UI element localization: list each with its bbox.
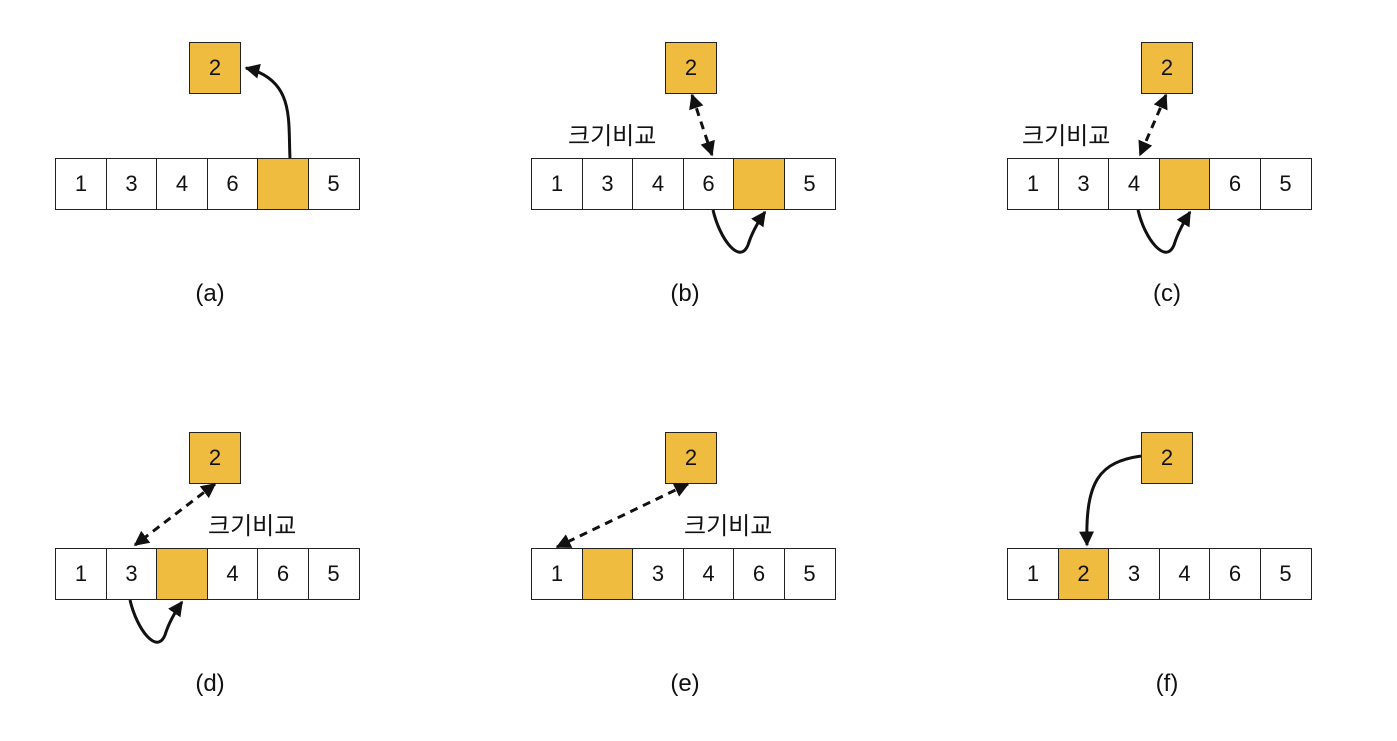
array-cell: 1 bbox=[531, 548, 583, 600]
array-cell: 3 bbox=[105, 548, 158, 600]
compare-arrow bbox=[555, 482, 690, 549]
array-cell: 4 bbox=[206, 548, 259, 600]
array-cell: 4 bbox=[682, 548, 735, 600]
array-row: 1 3 4 6 5 bbox=[1007, 158, 1312, 210]
key-element-box: 2 bbox=[189, 432, 241, 484]
array-row: 1 3 4 6 5 bbox=[55, 548, 360, 600]
empty-slot-cell bbox=[581, 548, 634, 600]
array-row: 1 3 4 6 5 bbox=[531, 158, 836, 210]
compare-label: 크기비교 bbox=[568, 122, 657, 150]
key-element-box: 2 bbox=[665, 432, 717, 484]
empty-slot-cell bbox=[1158, 158, 1211, 210]
array-cell: 4 bbox=[632, 158, 684, 210]
key-element-box: 2 bbox=[665, 42, 717, 94]
array-cell: 3 bbox=[632, 548, 684, 600]
array-cell: 6 bbox=[682, 158, 735, 210]
array-cell: 6 bbox=[733, 548, 785, 600]
array-cell: 1 bbox=[55, 158, 107, 210]
array-cell: 5 bbox=[307, 158, 360, 210]
empty-slot-cell bbox=[156, 548, 208, 600]
panel-caption: (c) bbox=[1153, 280, 1181, 307]
array-row: 1 3 4 6 5 bbox=[55, 158, 360, 210]
inserted-cell: 2 bbox=[1057, 548, 1110, 600]
array-cell: 5 bbox=[307, 548, 360, 600]
empty-slot-cell bbox=[733, 158, 785, 210]
lift-arrow bbox=[244, 63, 292, 159]
empty-slot-cell bbox=[257, 158, 309, 210]
array-cell: 6 bbox=[257, 548, 309, 600]
array-cell: 6 bbox=[206, 158, 259, 210]
array-cell: 6 bbox=[1209, 158, 1261, 210]
array-cell: 3 bbox=[1057, 158, 1110, 210]
key-element-box: 2 bbox=[1141, 42, 1193, 94]
array-cell: 4 bbox=[1108, 158, 1160, 210]
panel-caption: (f) bbox=[1155, 670, 1179, 697]
array-cell: 6 bbox=[1209, 548, 1261, 600]
array-cell: 4 bbox=[1158, 548, 1211, 600]
panel-caption: (d) bbox=[195, 670, 225, 697]
compare-label: 크기비교 bbox=[208, 512, 297, 540]
array-cell: 1 bbox=[1007, 548, 1059, 600]
array-cell: 1 bbox=[531, 158, 583, 210]
array-cell: 3 bbox=[1108, 548, 1160, 600]
array-cell: 5 bbox=[783, 158, 836, 210]
shift-arrow bbox=[1136, 209, 1192, 254]
array-cell: 1 bbox=[55, 548, 107, 600]
compare-arrow bbox=[133, 482, 217, 547]
array-cell: 3 bbox=[581, 158, 634, 210]
compare-arrow bbox=[689, 93, 715, 157]
compare-label: 크기비교 bbox=[1022, 122, 1111, 150]
array-row: 1 3 4 6 5 bbox=[531, 548, 836, 600]
panel-caption: (e) bbox=[670, 670, 700, 697]
array-cell: 1 bbox=[1007, 158, 1059, 210]
array-cell: 5 bbox=[1259, 158, 1312, 210]
array-cell: 3 bbox=[105, 158, 158, 210]
key-element-box: 2 bbox=[1141, 432, 1193, 484]
panel-caption: (a) bbox=[195, 280, 225, 307]
array-cell: 5 bbox=[1259, 548, 1312, 600]
array-cell: 5 bbox=[783, 548, 836, 600]
shift-arrow bbox=[711, 209, 767, 254]
compare-label: 크기비교 bbox=[684, 512, 773, 540]
array-cell: 4 bbox=[156, 158, 208, 210]
array-row: 1 2 3 4 6 5 bbox=[1007, 548, 1312, 600]
panel-caption: (b) bbox=[670, 280, 700, 307]
shift-arrow bbox=[128, 599, 184, 644]
compare-arrow bbox=[1138, 93, 1168, 157]
key-element-box: 2 bbox=[189, 42, 241, 94]
insert-arrow bbox=[1079, 454, 1142, 547]
